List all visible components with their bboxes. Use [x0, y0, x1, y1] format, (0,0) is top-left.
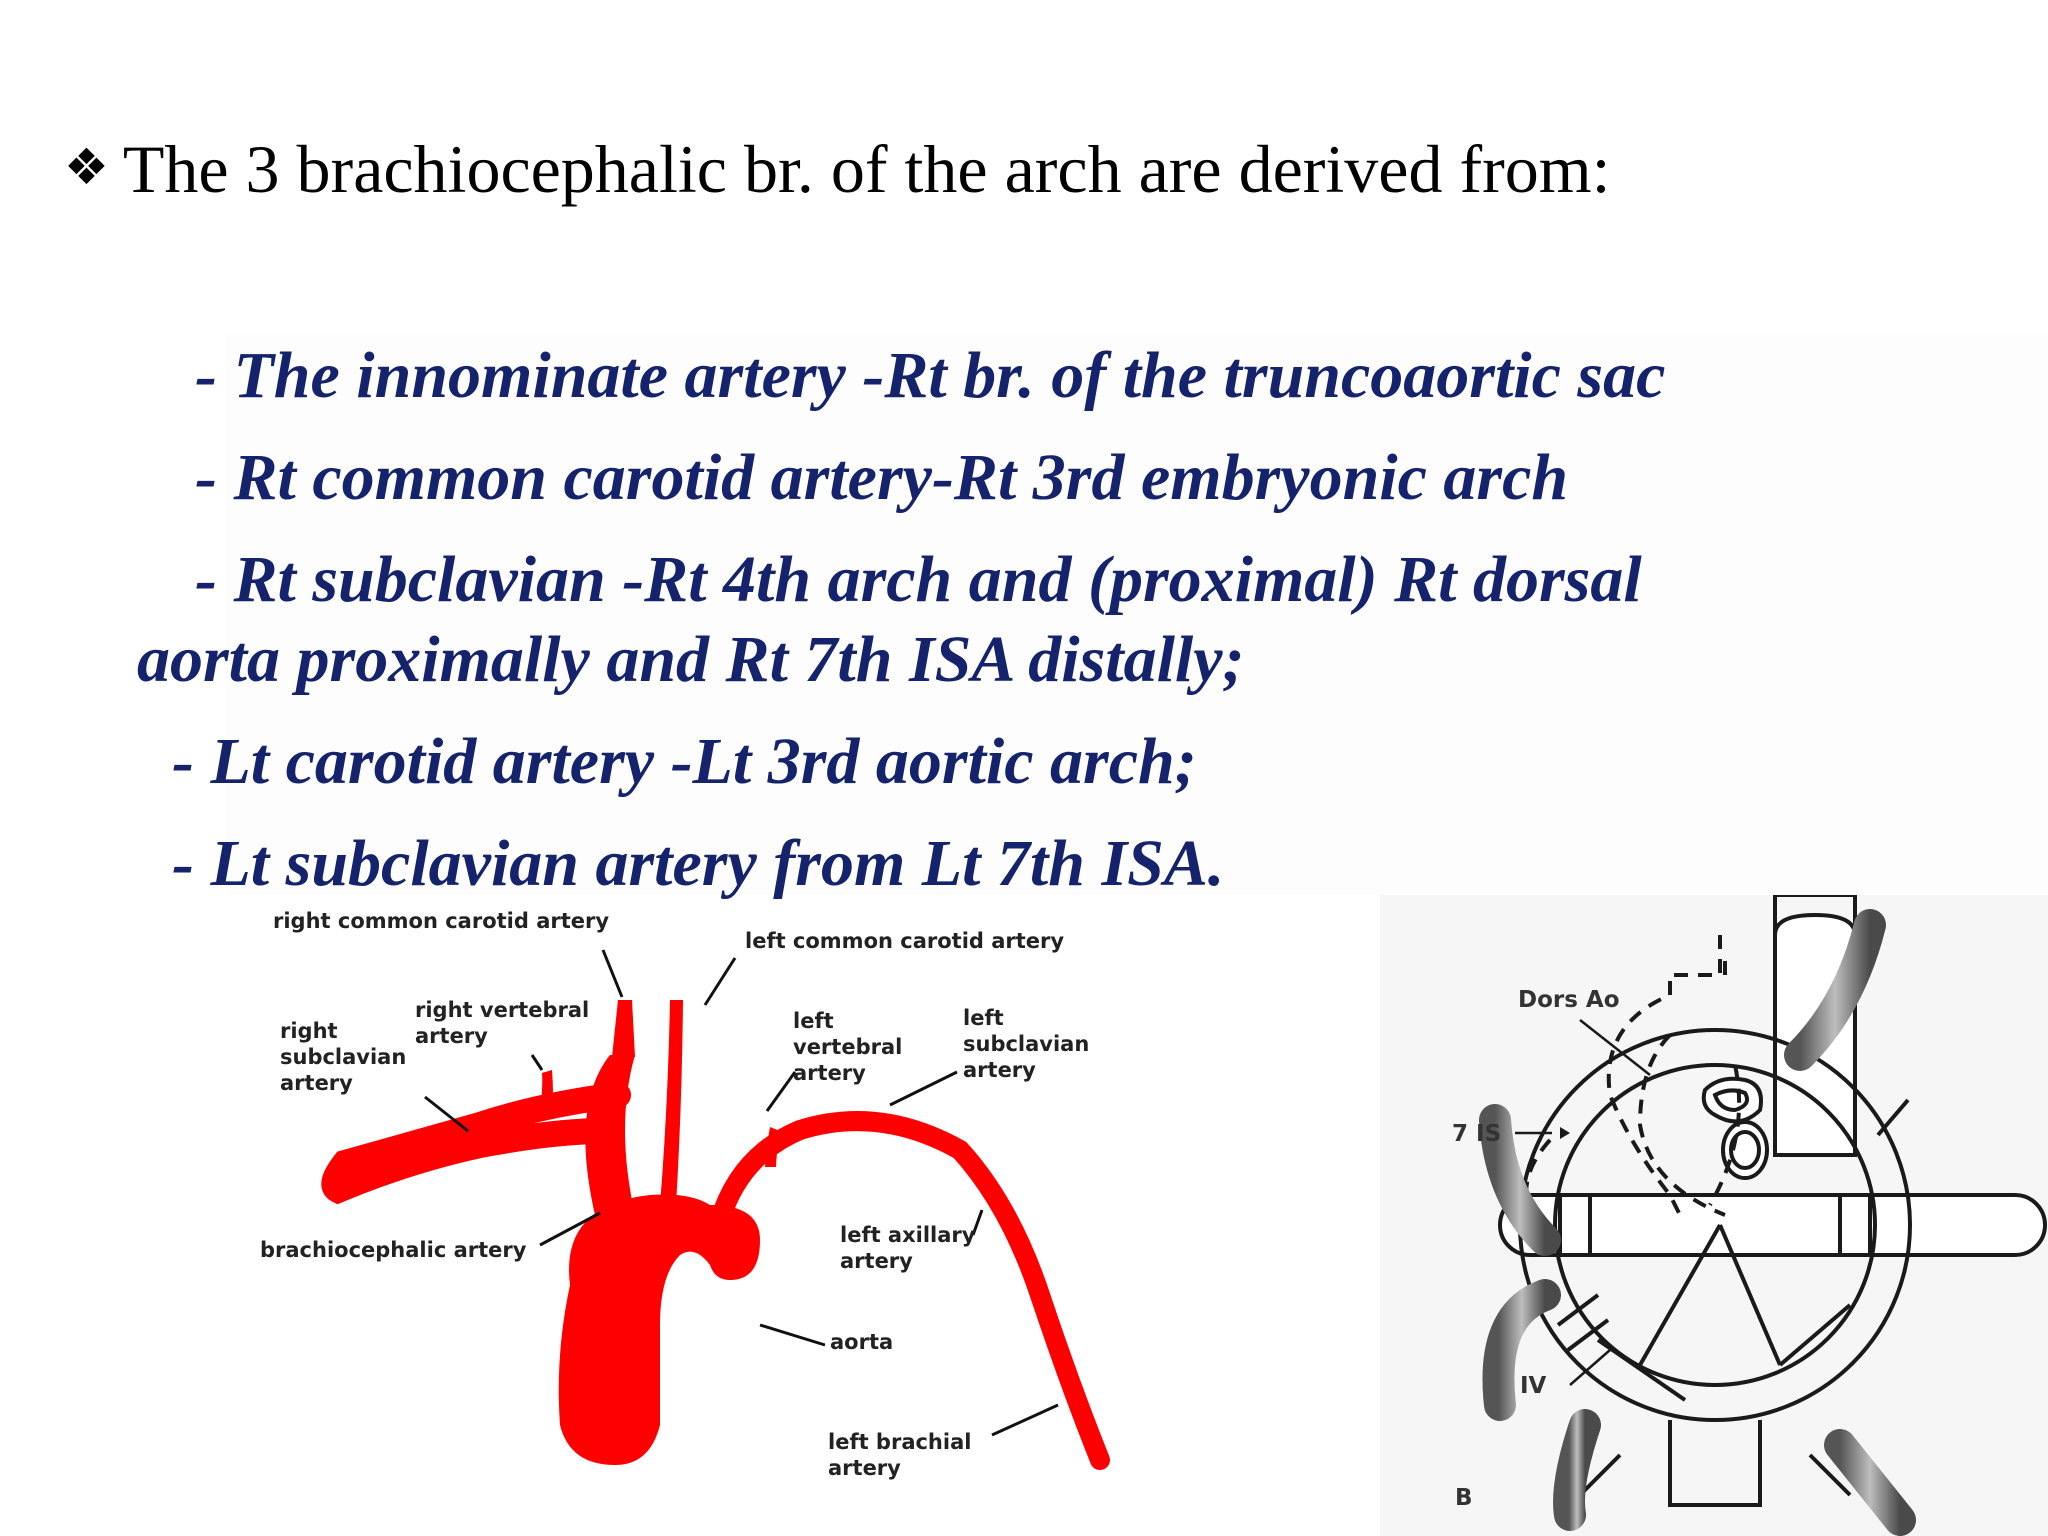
label-brachiocephalic: brachiocephalic artery — [260, 1238, 527, 1262]
aortic-arch-branches-diagram: right common carotid artery left common … — [260, 909, 1110, 1480]
label-left-subclavian-line2: subclavian — [963, 1032, 1089, 1056]
artery-shapes — [540, 1000, 780, 1465]
label-panel-b: B — [1455, 1485, 1473, 1511]
label-left-axillary-line2: artery — [840, 1249, 913, 1273]
right-subclavian-shape — [321, 1082, 631, 1205]
label-right-subclavian-line2: subclavian — [280, 1045, 406, 1069]
list-item: - Lt subclavian artery from Lt 7th ISA. — [172, 827, 1225, 900]
label-aorta: aorta — [830, 1330, 893, 1354]
text-panel-background — [225, 335, 2048, 895]
label-left-brachial-line1: left brachial — [828, 1430, 971, 1454]
list-item: - Lt carotid artery -Lt 3rd aortic arch; — [172, 725, 1197, 798]
arrow-head — [1560, 1127, 1570, 1139]
label-right-subclavian-line1: right — [280, 1019, 338, 1043]
label-right-vertebral-line1: right vertebral — [415, 998, 589, 1022]
embryonic-arch-schematic: Dors Ao 7 IS IV B — [1380, 895, 2048, 1536]
label-dors-ao: Dors Ao — [1518, 987, 1620, 1013]
left-carotid-shape — [660, 1000, 683, 1205]
four-diamond-bullet-icon: ❖ — [64, 138, 109, 196]
slide-heading: ❖The 3 brachiocephalic br. of the arch a… — [64, 130, 1611, 209]
label-7-is: 7 IS — [1452, 1121, 1501, 1147]
label-left-brachial-line2: artery — [828, 1456, 901, 1480]
label-right-vertebral-line2: artery — [415, 1024, 488, 1048]
list-item: - The innominate artery -Rt br. of the t… — [195, 339, 1666, 412]
list-item: - Rt common carotid artery-Rt 3rd embryo… — [195, 441, 1569, 514]
heading-text: The 3 brachiocephalic br. of the arch ar… — [122, 131, 1611, 207]
list-item-continuation: aorta proximally and Rt 7th ISA distally… — [137, 623, 1245, 696]
aorta-shape — [558, 1194, 760, 1465]
schematic-leaders — [1515, 1019, 1651, 1386]
leader-lines — [424, 949, 1059, 1437]
grey-tubes — [1479, 909, 1916, 1536]
label-right-common-carotid: right common carotid artery — [273, 909, 609, 933]
label-left-subclavian-line3: artery — [963, 1058, 1036, 1082]
label-right-subclavian-line3: artery — [280, 1071, 353, 1095]
label-iv: IV — [1520, 1373, 1547, 1399]
label-left-vertebral-line3: artery — [793, 1061, 866, 1085]
label-left-axillary-line1: left axillary — [840, 1223, 976, 1247]
list-item: - Rt subclavian -Rt 4th arch and (proxim… — [195, 543, 1642, 616]
label-left-common-carotid: left common carotid artery — [745, 929, 1064, 953]
right-carotid-shape — [612, 1000, 635, 1057]
label-left-vertebral-line2: vertebral — [793, 1035, 902, 1059]
label-left-vertebral-line1: left — [793, 1009, 834, 1033]
left-subclavian-shape — [710, 1111, 1110, 1470]
label-left-subclavian-line1: left — [963, 1006, 1004, 1030]
